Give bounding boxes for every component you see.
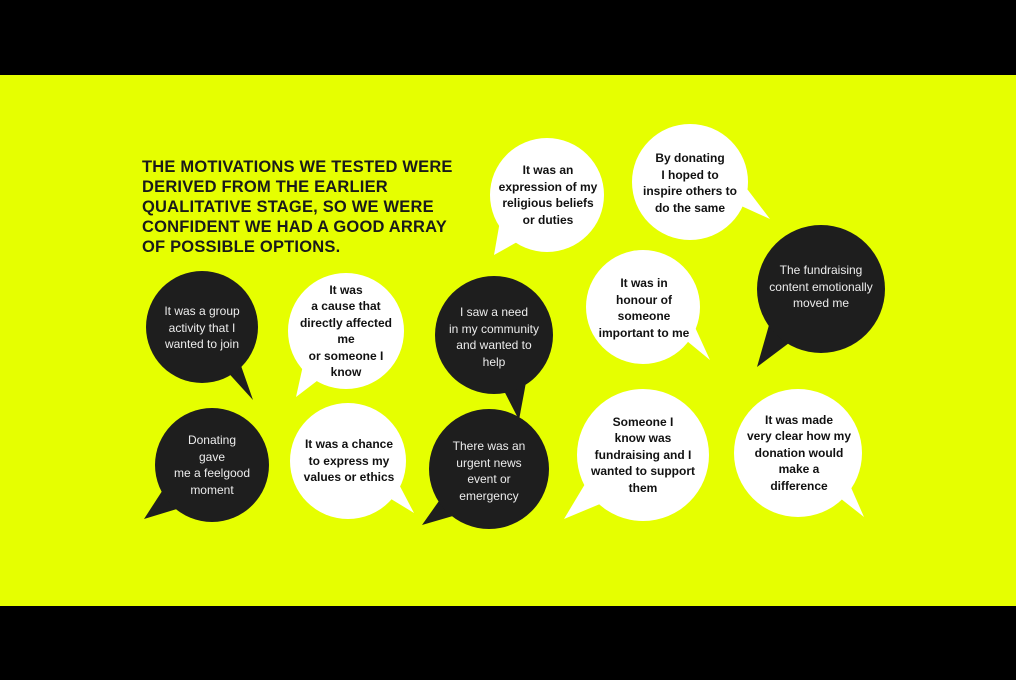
bottom-letterbox (0, 606, 1016, 680)
speech-bubble-feelgood: Donating gave me a feelgood moment (142, 408, 272, 522)
speech-bubble-shape (290, 403, 414, 519)
top-letterbox (0, 0, 1016, 75)
speech-bubble-text: It was a group activity that I wanted to… (164, 304, 240, 352)
slide-canvas: THE MOTIVATIONS WE TESTED WERE DERIVED F… (0, 75, 1016, 606)
speech-bubble-text: It was an expression of my religious bel… (498, 163, 598, 227)
speech-bubble-community-need: I saw a need in my community and wanted … (431, 276, 553, 421)
speech-bubble-shape (757, 225, 885, 367)
speech-bubble-shape (734, 389, 864, 517)
speech-bubble-shape (144, 408, 269, 522)
speech-bubble-content-moved: The fundraising content emotionally move… (751, 225, 886, 369)
speech-bubble-honour-someone: It was in honour of someone important to… (580, 250, 712, 364)
speech-bubble-made-difference: It was made very clear how my donation w… (732, 389, 866, 519)
speech-bubble-text: It was made very clear how my donation w… (746, 412, 852, 493)
speech-bubble-shape (490, 138, 604, 255)
speech-bubble-text: Donating gave me a feelgood moment (173, 433, 251, 497)
speech-bubble-text: There was an urgent news event or emerge… (452, 439, 526, 503)
speech-bubble-someone-fundraising: Someone I know was fundraising and I wan… (562, 389, 714, 521)
speech-bubble-text: The fundraising content emotionally move… (769, 263, 873, 311)
speech-bubble-shape (422, 409, 549, 529)
speech-bubble-text: It was a cause that directly affected me… (299, 282, 393, 380)
speech-bubble-inspire-others: By donating I hoped to inspire others to… (628, 124, 772, 241)
speech-bubble-shape (435, 276, 553, 420)
speech-bubble-values-ethics: It was a chance to express my values or … (286, 403, 416, 521)
headline: THE MOTIVATIONS WE TESTED WERE DERIVED F… (142, 158, 453, 256)
speech-bubble-text: It was a chance to express my values or … (303, 437, 395, 485)
speech-bubble-text: By donating I hoped to inspire others to… (642, 151, 737, 215)
speech-bubble-cause-affected: It was a cause that directly affected me… (284, 273, 404, 399)
speech-bubble-urgent-news: There was an urgent news event or emerge… (420, 409, 552, 529)
speech-bubble-shape (288, 273, 404, 397)
speech-bubble-shape (146, 271, 258, 400)
speech-bubble-text: It was in honour of someone important to… (598, 276, 690, 340)
speech-bubble-group-activity: It was a group activity that I wanted to… (141, 271, 258, 402)
speech-bubble-text: Someone I know was fundraising and I wan… (591, 414, 695, 495)
speech-bubble-shape (564, 389, 709, 521)
speech-bubble-text: I saw a need in my community and wanted … (448, 305, 540, 369)
speech-bubble-religious-beliefs: It was an expression of my religious bel… (484, 138, 608, 257)
speech-bubble-shape (586, 250, 710, 364)
speech-bubble-shape (632, 124, 770, 240)
